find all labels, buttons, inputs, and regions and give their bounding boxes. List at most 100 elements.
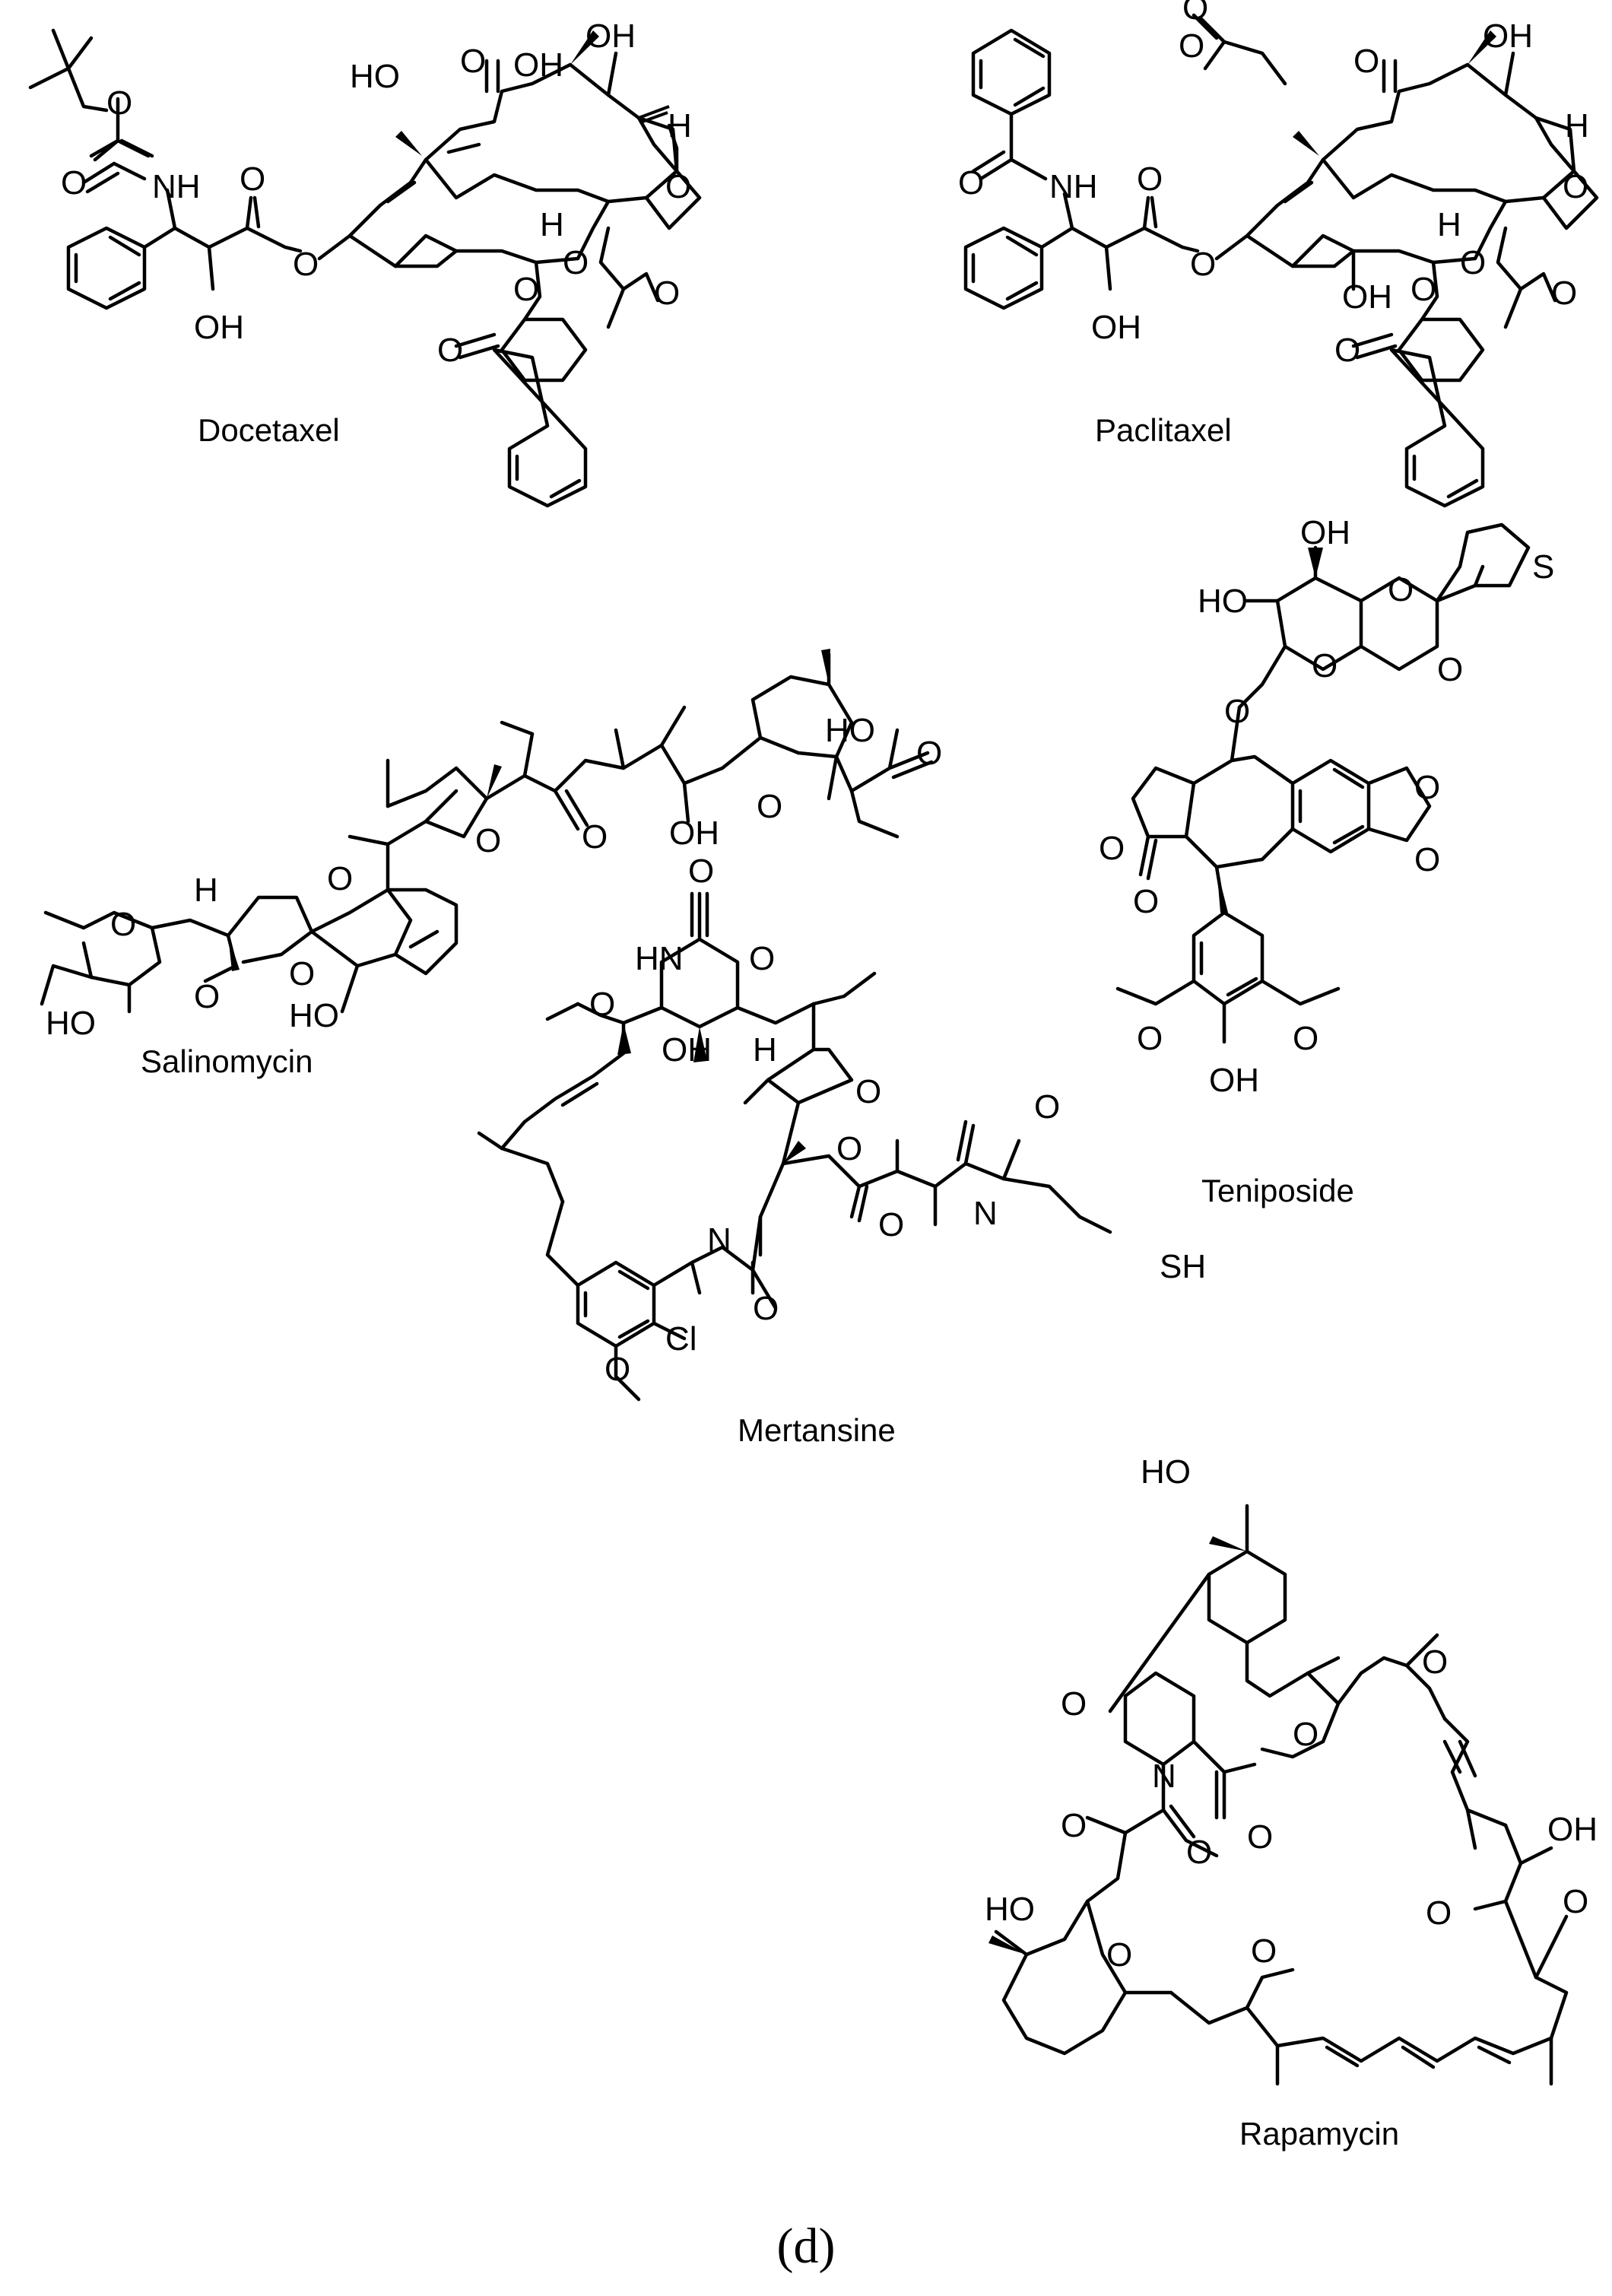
salinomycin-label-o-1: O — [916, 735, 942, 772]
mertansine-label-oh: OH — [662, 1031, 712, 1069]
docetaxel-label-o-carbamate: O — [106, 84, 132, 122]
docetaxel-label-o-acetate: O — [563, 244, 589, 281]
salinomycin-label-oh: OH — [669, 815, 719, 852]
docetaxel-label-h-2: H — [540, 206, 564, 243]
paclitaxel-label-o-bz-carbonyl: O — [1334, 332, 1360, 369]
paclitaxel-label-nh: NH — [1049, 168, 1098, 205]
paclitaxel-label-o-benzoate: O — [1410, 271, 1436, 308]
rapamycin-label-o-amide: O — [1186, 1834, 1212, 1871]
mertansine-label-o-lactam: O — [753, 1290, 779, 1327]
paclitaxel-label-oh-1: OH — [1483, 17, 1533, 55]
salinomycin-label-o-ring: O — [475, 822, 501, 859]
paclitaxel-structure — [963, 13, 1599, 508]
rapamycin-label-n: N — [1152, 1758, 1176, 1795]
docetaxel-label-ho: HO — [350, 58, 400, 95]
salinomycin-label-ho-3: HO — [46, 1005, 96, 1042]
paclitaxel-label-h-2: H — [1437, 206, 1461, 243]
teniposide-label-o-methoxy-2: O — [1293, 1020, 1318, 1057]
salinomycin-name: Salinomycin — [141, 1043, 313, 1079]
rapamycin-label-ho-2: HO — [985, 1891, 1035, 1928]
mertansine-label-o-methoxy: O — [589, 986, 615, 1023]
teniposide-label-o-lactone: O — [1099, 830, 1125, 867]
salinomycin-label-ho-2: HO — [289, 997, 339, 1034]
docetaxel-label-o-ac-carbonyl: O — [654, 275, 680, 312]
mertansine-label-o-top: O — [688, 853, 714, 890]
mertansine-label-o-ester: O — [836, 1130, 862, 1167]
paclitaxel-label-o-ester-2: O — [1190, 246, 1216, 283]
rapamycin-structure — [988, 1504, 1569, 2086]
rapamycin-label-o-methoxy-2: O — [1426, 1894, 1452, 1932]
teniposide-name: Teniposide — [1201, 1173, 1354, 1208]
mertansine-label-o-ester-co: O — [878, 1206, 904, 1243]
rapamycin-label-o-2: O — [1061, 1807, 1087, 1844]
docetaxel-label-nh: NH — [152, 168, 201, 205]
docetaxel-label-oh-1: OH — [585, 17, 636, 55]
teniposide-label-s: S — [1532, 548, 1554, 586]
panel-label: (d) — [777, 2218, 836, 2274]
salinomycin-label-ho: HO — [825, 712, 875, 749]
teniposide-label-ho: HO — [1198, 583, 1248, 620]
paclitaxel-label-o-ester-1: O — [1137, 160, 1163, 198]
docetaxel-label-o-benzoate: O — [513, 271, 539, 308]
paclitaxel-label-o-ac-carbonyl: O — [1551, 275, 1577, 312]
rapamycin-label-o-thp: O — [1106, 1936, 1132, 1974]
paclitaxel-label-o-acetate: O — [1460, 244, 1486, 281]
mertansine-label-hn: HN — [635, 940, 684, 977]
salinomycin-label-h: H — [194, 872, 218, 909]
docetaxel-label-o-carbonyl: O — [61, 164, 87, 202]
rapamycin-label-o-lactone: O — [1293, 1716, 1318, 1753]
paclitaxel-label-o-2: O — [1353, 43, 1379, 80]
paclitaxel-name: Paclitaxel — [1095, 412, 1232, 448]
rapamycin-name: Rapamycin — [1239, 2116, 1399, 2152]
docetaxel-label-oh-2: OH — [513, 46, 563, 84]
salinomycin-label-o-spiro-2: O — [289, 955, 315, 992]
teniposide-label-o-3: O — [1437, 651, 1463, 688]
rapamycin-label-o-lactone-co: O — [1247, 1818, 1273, 1856]
paclitaxel-label-o-amide: O — [958, 164, 984, 202]
rapamycin-label-oh: OH — [1547, 1811, 1598, 1848]
teniposide-label-o-dioxole-1: O — [1414, 769, 1440, 806]
teniposide-label-o-2: O — [1312, 647, 1338, 684]
salinomycin-label-o-thf: O — [194, 978, 220, 1015]
paclitaxel-label-h-1: H — [1565, 107, 1589, 144]
docetaxel-label-oh-3: OH — [194, 309, 244, 346]
mertansine-label-o-amide: O — [1034, 1088, 1060, 1126]
paclitaxel-label-o-1: O — [1179, 27, 1204, 65]
docetaxel-label-h-1: H — [668, 107, 692, 144]
teniposide-label-o-lactone-co: O — [1133, 883, 1159, 920]
teniposide-label-oh: OH — [1300, 514, 1350, 551]
rapamycin-label-o-methoxy-1: O — [1251, 1932, 1277, 1970]
teniposide-label-o-glycoside: O — [1224, 693, 1250, 730]
rapamycin-label-o-ether: O — [1061, 1685, 1087, 1723]
docetaxel-label-o-oxetane: O — [665, 168, 691, 205]
salinomycin-label-o-thp-left: O — [110, 906, 136, 943]
mertansine-label-h: H — [753, 1031, 777, 1069]
mertansine-label-cl: Cl — [665, 1320, 697, 1358]
salinomycin-label-o-spiro-1: O — [327, 860, 353, 897]
docetaxel-label-o-ester-1: O — [240, 160, 265, 198]
paclitaxel-label-oh-2: OH — [1091, 309, 1141, 346]
rapamycin-label-o-ketone-1: O — [1422, 1643, 1448, 1681]
mertansine-label-sh: SH — [1160, 1248, 1206, 1285]
rapamycin-label-ho: HO — [1141, 1453, 1191, 1491]
mertansine-name: Mertansine — [738, 1412, 896, 1448]
teniposide-label-o-1: O — [1388, 571, 1414, 608]
rapamycin-label-o-ketone-2: O — [1563, 1883, 1588, 1920]
mertansine-label-o-epoxide: O — [855, 1073, 881, 1110]
docetaxel-label-o-ketone: O — [460, 43, 486, 80]
docetaxel-structure — [28, 28, 702, 508]
docetaxel-name: Docetaxel — [198, 412, 340, 448]
teniposide-label-oh-phenol: OH — [1209, 1062, 1259, 1099]
docetaxel-label-o-ester-2: O — [293, 246, 319, 283]
teniposide-label-o-methoxy-1: O — [1137, 1020, 1163, 1057]
salinomycin-label-o-thp: O — [757, 788, 782, 825]
mertansine-label-o-carbamate: O — [749, 940, 775, 977]
teniposide-label-o-dioxole-2: O — [1414, 841, 1440, 878]
mertansine-structure — [477, 891, 1112, 1402]
mertansine-label-o-aryl: O — [604, 1351, 630, 1388]
paclitaxel-label-o-oxetane: O — [1563, 168, 1588, 205]
paclitaxel-label-oh-3: OH — [1342, 278, 1392, 316]
paclitaxel-label-o-acetyl: O — [1182, 0, 1208, 27]
mertansine-label-n-2: N — [973, 1195, 998, 1232]
